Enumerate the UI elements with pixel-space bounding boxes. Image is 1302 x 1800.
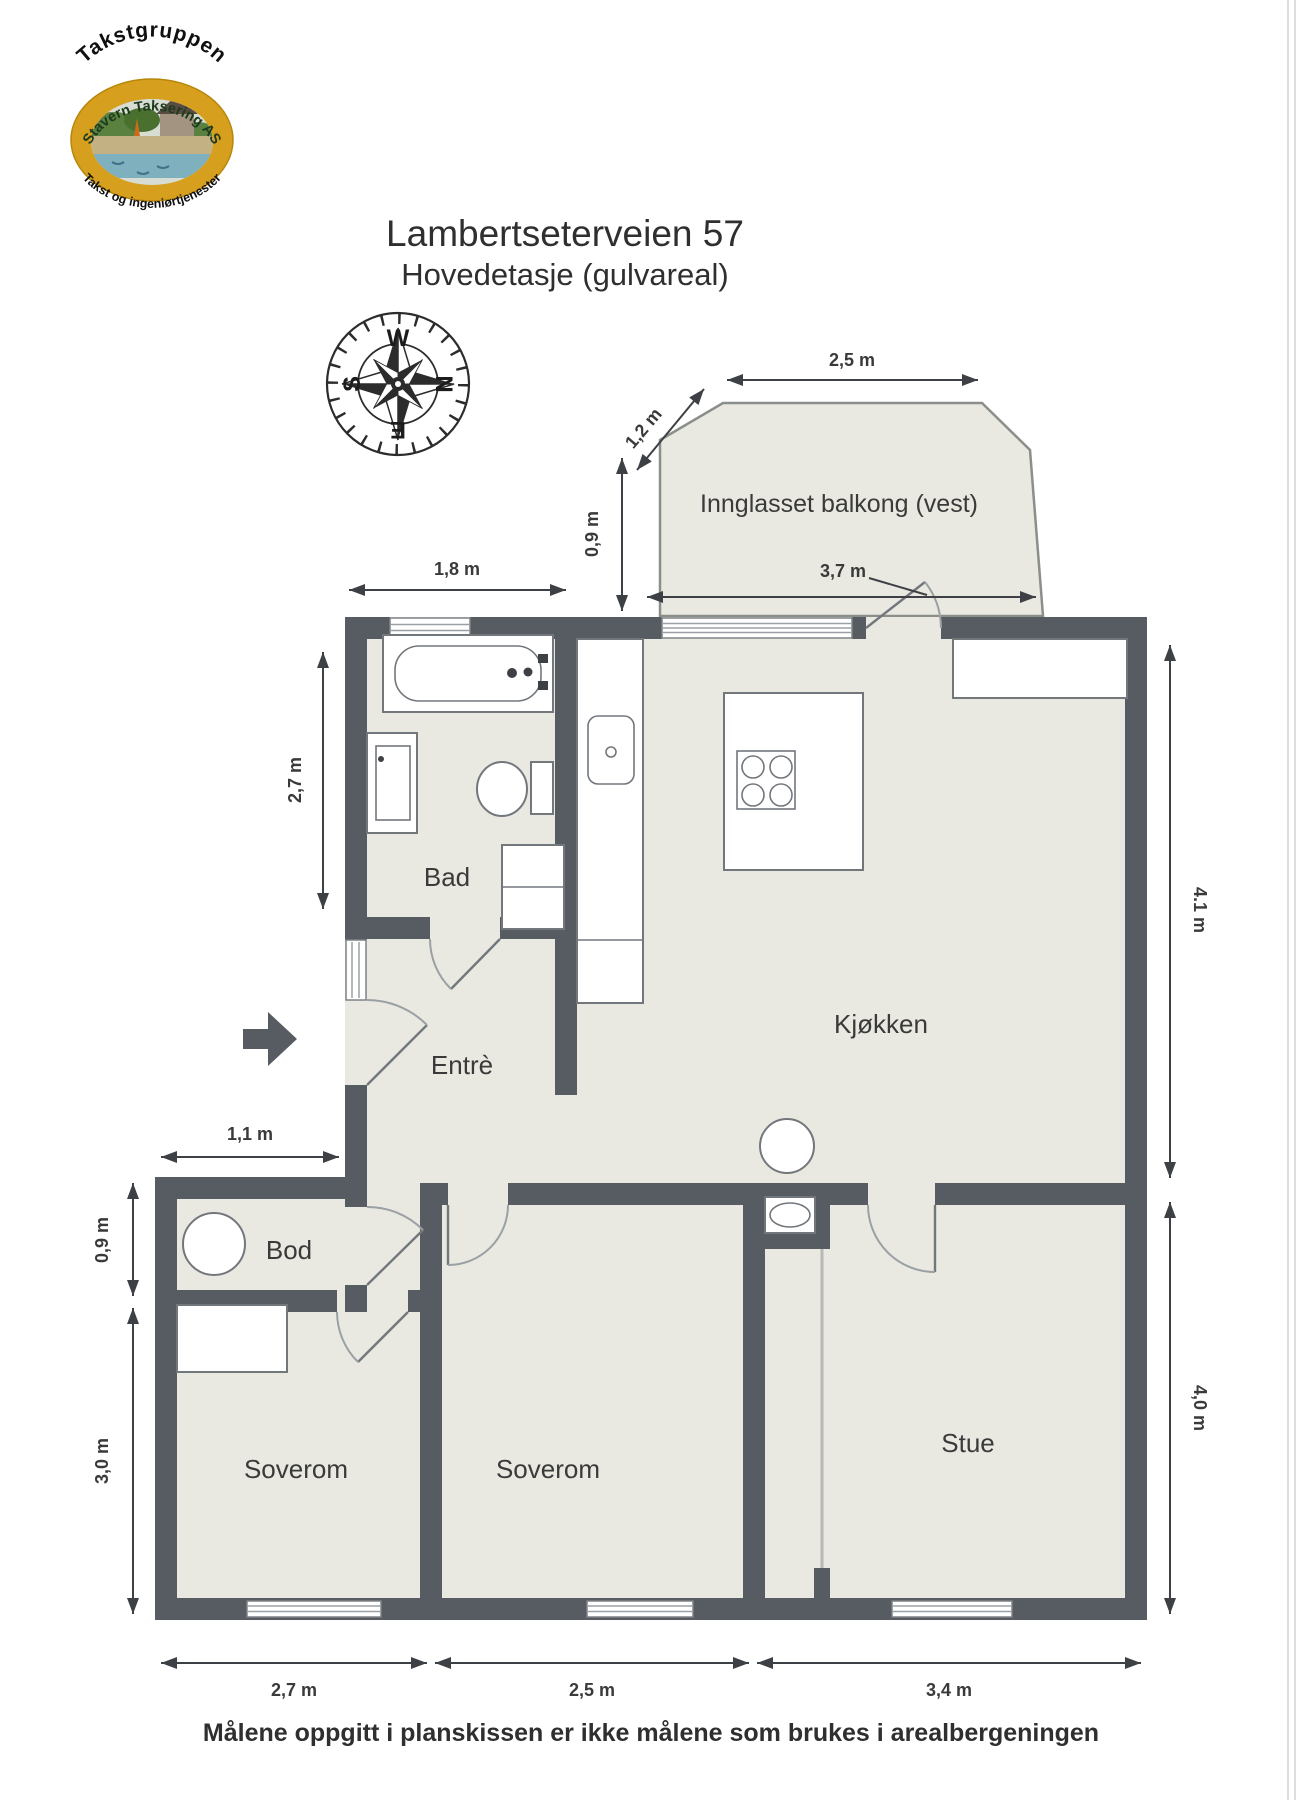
dim-bottom-2: 2,5 m bbox=[569, 1680, 615, 1700]
kitchen-counter bbox=[576, 638, 644, 1004]
windows bbox=[246, 617, 1013, 1618]
logo-arc-top-text: Takstgruppen bbox=[73, 18, 231, 67]
kitchen-top-counter bbox=[952, 638, 1128, 699]
entrance-door bbox=[366, 1024, 428, 1086]
compass-west-label: W bbox=[387, 325, 410, 352]
water-heater bbox=[182, 1212, 246, 1276]
round-basin bbox=[759, 1118, 815, 1174]
dim-balcony-top: 2,5 m bbox=[829, 350, 875, 370]
wc-niche-toilet bbox=[764, 1196, 816, 1234]
logo-landscape-illustration bbox=[91, 99, 213, 178]
room-label-stue: Stue bbox=[941, 1428, 995, 1458]
dim-left-step: 1,1 m bbox=[227, 1124, 273, 1144]
dim-top-left: 1,8 m bbox=[434, 559, 480, 579]
room-label-balcony: Innglasset balkong (vest) bbox=[700, 490, 978, 518]
dim-kitchen-top: 3,7 m bbox=[820, 561, 866, 581]
svg-text:Takstgruppen: Takstgruppen bbox=[73, 18, 232, 67]
room-label-bad: Bad bbox=[424, 862, 470, 892]
dim-bad-left: 2,7 m bbox=[285, 757, 305, 803]
bathroom-vanity bbox=[366, 732, 418, 834]
dim-bottom-3: 3,4 m bbox=[926, 1680, 972, 1700]
bathroom-toilet bbox=[476, 761, 554, 817]
kitchen-island bbox=[723, 692, 864, 871]
compass-north-label: N bbox=[430, 375, 457, 392]
doors bbox=[336, 581, 942, 1363]
room-label-kjokken: Kjøkken bbox=[834, 1009, 928, 1039]
apartment-floor bbox=[155, 617, 1147, 1620]
bathtub bbox=[382, 634, 554, 713]
room-label-soverom1: Soverom bbox=[244, 1454, 348, 1484]
dim-right-upper: 4.1 m bbox=[1190, 887, 1210, 933]
wardrobe bbox=[176, 1304, 288, 1373]
compass-east-label: E bbox=[390, 416, 406, 443]
company-logo: Takstgruppen Stavern Taksering AS Takst … bbox=[70, 18, 234, 211]
bathroom-cabinet bbox=[501, 844, 565, 930]
dimension-lines bbox=[127, 374, 1176, 1669]
entrance-arrow-icon bbox=[243, 1012, 297, 1066]
compass-rose: W S N E bbox=[325, 311, 471, 457]
compass-south-label: S bbox=[339, 376, 366, 392]
page-edge-line-2 bbox=[1294, 0, 1296, 1800]
page-edge-line bbox=[1287, 0, 1289, 1800]
room-label-entre: Entrè bbox=[431, 1050, 493, 1080]
room-label-bod: Bod bbox=[266, 1235, 312, 1265]
page-title: Lambertseterveien 57 bbox=[386, 213, 744, 254]
page-subtitle: Hovedetasje (gulvareal) bbox=[401, 257, 728, 292]
dim-bod-left: 0,9 m bbox=[92, 1217, 112, 1263]
dim-soverom-left: 3,0 m bbox=[92, 1438, 112, 1484]
dim-balcony-left: 0,9 m bbox=[582, 511, 602, 557]
footer-note: Målene oppgitt i planskissen er ikke mål… bbox=[203, 1719, 1099, 1747]
dim-right-lower: 4,0 m bbox=[1190, 1385, 1210, 1431]
room-label-soverom2: Soverom bbox=[496, 1454, 600, 1484]
dim-bottom-1: 2,7 m bbox=[271, 1680, 317, 1700]
